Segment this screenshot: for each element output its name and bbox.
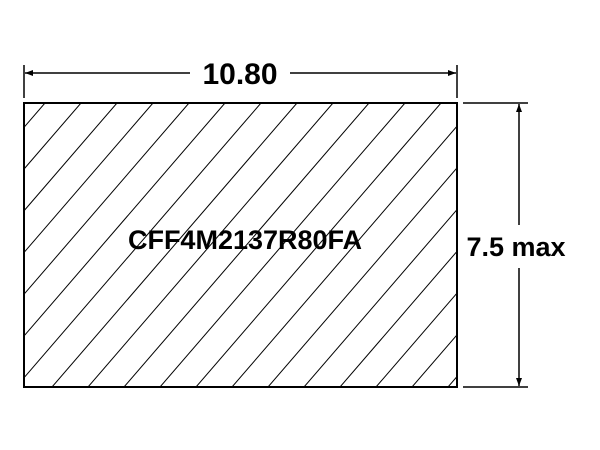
hatch-line [339, 250, 457, 387]
hatch-line [24, 103, 118, 212]
hatch-line [0, 103, 9, 387]
height-dimension [463, 102, 528, 388]
hatch-line [159, 103, 406, 387]
part-number-label: CFF4M2137R80FA [128, 225, 362, 255]
hatch-line [24, 103, 262, 379]
hatch-line [51, 103, 298, 387]
width-dimension-label: 10.80 [202, 58, 277, 91]
hatch-line [24, 103, 190, 296]
hatch-line [123, 103, 370, 387]
width-dimension [23, 65, 458, 98]
hatch-pattern [0, 103, 457, 387]
hatch-line [24, 103, 46, 129]
hatch-line [375, 292, 457, 387]
component-body [23, 102, 458, 388]
hatch-line [24, 103, 154, 254]
hatch-line [303, 208, 457, 387]
height-dimension-label: 7.5 max [466, 232, 565, 262]
hatch-line [24, 103, 82, 170]
hatch-line [87, 103, 334, 387]
hatch-line [24, 103, 226, 337]
hatch-line [231, 125, 457, 387]
hatch-line [411, 334, 457, 387]
hatch-line [267, 167, 457, 387]
hatch-line [195, 103, 442, 387]
